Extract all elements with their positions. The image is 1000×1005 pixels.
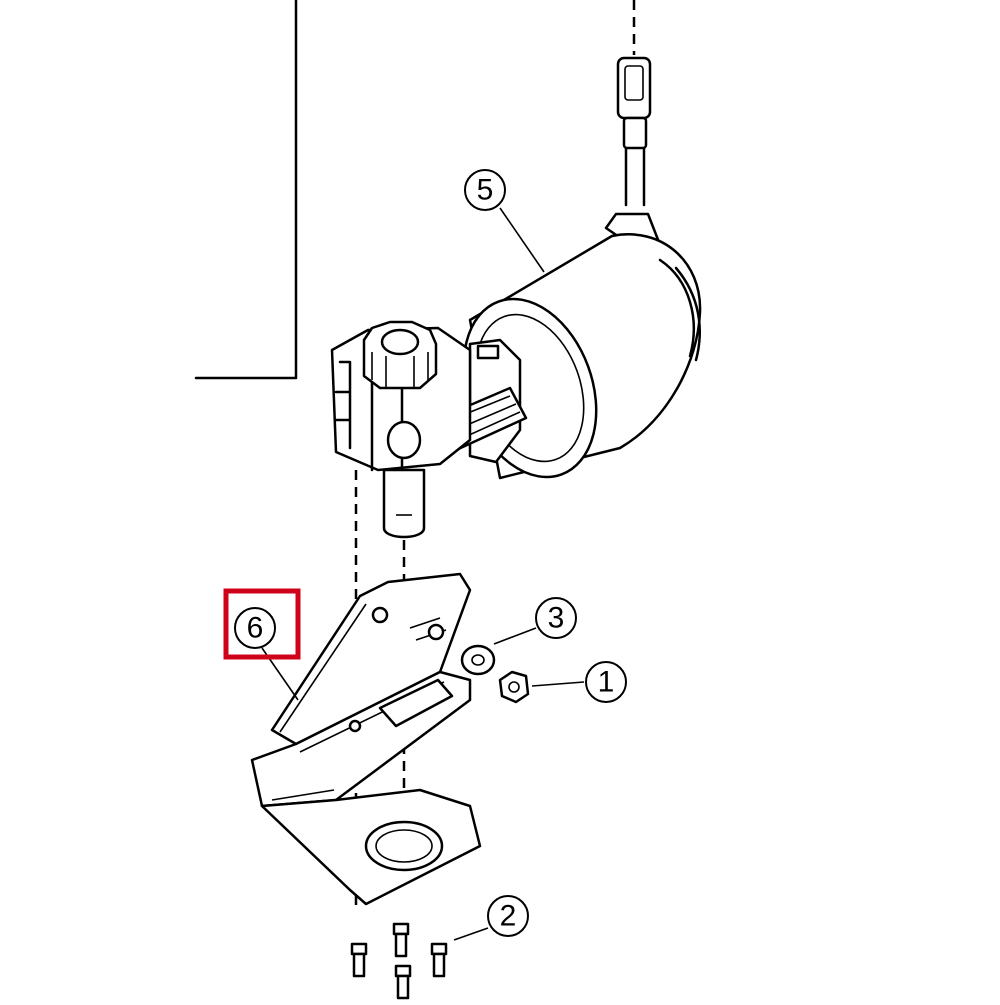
callout-5-label: 5 bbox=[477, 174, 494, 207]
callout-3: 3 bbox=[535, 597, 577, 639]
callout-5: 5 bbox=[464, 169, 506, 211]
leader-3 bbox=[493, 627, 537, 645]
nut bbox=[498, 670, 530, 704]
leader-2 bbox=[453, 927, 489, 941]
bracket bbox=[250, 572, 482, 906]
screws bbox=[350, 922, 448, 1000]
leader-5 bbox=[499, 207, 545, 273]
callout-2-label: 2 bbox=[500, 900, 517, 933]
leader-1 bbox=[531, 681, 585, 687]
motor-assembly bbox=[330, 233, 702, 539]
highlight-box-callout-6 bbox=[223, 588, 301, 660]
callout-2: 2 bbox=[487, 895, 529, 937]
callout-6: 6 bbox=[234, 607, 276, 649]
callout-3-label: 3 bbox=[548, 602, 565, 635]
callout-6-label: 6 bbox=[247, 612, 264, 645]
wire-connector bbox=[604, 56, 664, 260]
washer bbox=[460, 644, 496, 676]
callout-1: 1 bbox=[585, 661, 627, 703]
callout-1-label: 1 bbox=[598, 666, 615, 699]
frame-line bbox=[194, 0, 298, 380]
